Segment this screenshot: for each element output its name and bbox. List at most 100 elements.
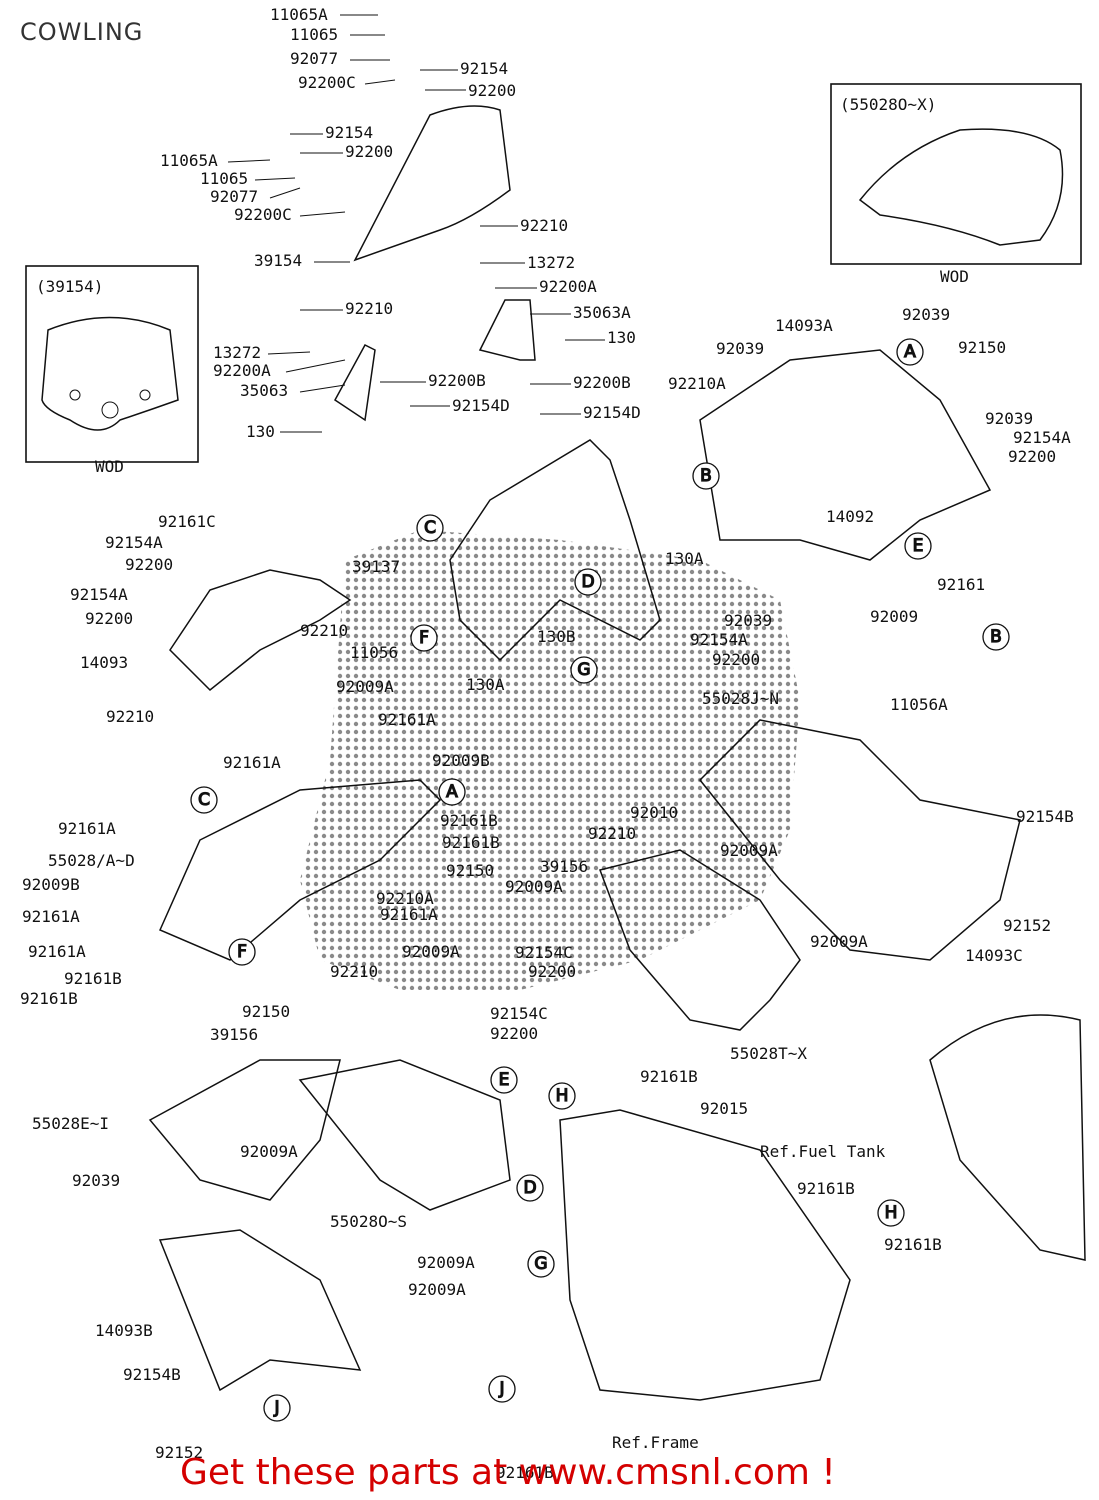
inner-cowl-14093A bbox=[699, 349, 992, 561]
callout-92210-m: 92210 bbox=[345, 299, 393, 318]
parts-banner-link[interactable]: Get these parts at www.cmsnl.com ! bbox=[180, 1452, 836, 1493]
callout-ref-frame: Ref.Frame bbox=[612, 1433, 699, 1452]
callout-35063A: 35063A bbox=[573, 303, 631, 322]
callout-92009A-g: 92009A bbox=[417, 1253, 475, 1272]
callout-130A-m: 130A bbox=[466, 675, 505, 694]
callout-92161B-bottom: 92161B bbox=[496, 1463, 554, 1482]
lower-cowl-55028O bbox=[298, 1059, 511, 1211]
ref-circle-H2: H bbox=[885, 1203, 898, 1223]
lower-cowl-14093B bbox=[158, 1229, 362, 1392]
callout-39154: 39154 bbox=[254, 251, 302, 270]
callout-92077-l: 92077 bbox=[210, 187, 258, 206]
callout-92161B-h: 92161B bbox=[884, 1235, 942, 1254]
ref-circle-J2: J bbox=[498, 1379, 504, 1399]
callout-14093B: 14093B bbox=[95, 1321, 153, 1340]
callout-92161B-r: 92161B bbox=[797, 1179, 855, 1198]
callout-39137: 39137 bbox=[352, 557, 400, 576]
stay-39137 bbox=[449, 439, 661, 662]
callout-92154D-r: 92154D bbox=[583, 403, 641, 422]
ref-circle-A: A bbox=[904, 342, 916, 362]
callout-92039: 92039 bbox=[902, 305, 950, 324]
callout-35063: 35063 bbox=[240, 381, 288, 400]
watermark-dots bbox=[300, 530, 800, 990]
callout-92009A-k: 92009A bbox=[408, 1280, 466, 1299]
callout-92009B-l: 92009B bbox=[22, 875, 80, 894]
callout-55028A-D: 55028/A~D bbox=[48, 851, 135, 870]
leader-lines bbox=[227, 14, 605, 433]
callout-92200-b: 92200 bbox=[490, 1024, 538, 1043]
inset-windshield-box: (39154) WOD bbox=[25, 265, 199, 476]
inset-windshield-caption: WOD bbox=[95, 457, 124, 476]
callout-92200-l3: 92200 bbox=[85, 609, 133, 628]
ref-circle-B2: B bbox=[990, 627, 1002, 647]
callout-92161A-a: 92161A bbox=[58, 819, 116, 838]
ref-circle-C2: C bbox=[198, 790, 210, 810]
callout-11065: 11065 bbox=[290, 25, 338, 44]
callout-92152-b: 92152 bbox=[155, 1443, 203, 1462]
callout-14093C: 14093C bbox=[965, 946, 1023, 965]
callout-55028T-X: 55028T~X bbox=[730, 1044, 807, 1063]
callout-92161B-b: 92161B bbox=[640, 1067, 698, 1086]
callout-11065-l: 11065 bbox=[200, 169, 248, 188]
callout-92210A: 92210A bbox=[668, 374, 726, 393]
callout-92039-a: 92039 bbox=[716, 339, 764, 358]
upper-cowl-55028 bbox=[159, 779, 442, 961]
callout-92009A-m: 92009A bbox=[505, 877, 563, 896]
callout-92161A-b: 92161A bbox=[380, 905, 438, 924]
callout-92154C: 92154C bbox=[515, 943, 573, 962]
callout-92150-b: 92150 bbox=[242, 1002, 290, 1021]
callout-92154A: 92154A bbox=[1013, 428, 1071, 447]
callout-labels: 11065A 11065 92077 92200C 92154 92200 92… bbox=[20, 5, 1074, 1482]
side-cowl-55028J bbox=[698, 719, 1021, 961]
callout-39156-b: 39156 bbox=[210, 1025, 258, 1044]
callout-92161A-m: 92161A bbox=[378, 710, 436, 729]
callout-92161B-l2: 92161B bbox=[20, 989, 78, 1008]
callout-92200A-l: 92200A bbox=[213, 361, 271, 380]
callout-92150: 92150 bbox=[958, 338, 1006, 357]
callout-92161A-l3: 92161A bbox=[22, 907, 80, 926]
ref-circle-B: B bbox=[700, 466, 712, 486]
reference-circles: A B C D E F G B A C F E H D G H J J bbox=[190, 338, 1010, 1422]
callout-92154-l: 92154 bbox=[325, 123, 373, 142]
bracket-35063A bbox=[478, 299, 536, 361]
callout-92200-l2: 92200 bbox=[125, 555, 173, 574]
callout-92200C-l: 92200C bbox=[234, 205, 292, 224]
callout-130B: 130B bbox=[537, 627, 576, 646]
callout-92200B: 92200B bbox=[428, 371, 486, 390]
ref-circle-H: H bbox=[556, 1086, 569, 1106]
callout-92210A-2: 92210A bbox=[376, 889, 434, 908]
ref-circle-G: G bbox=[577, 660, 590, 680]
callout-92200B-r: 92200B bbox=[573, 373, 631, 392]
callout-92009A-b: 92009A bbox=[240, 1142, 298, 1161]
callout-92154C-b: 92154C bbox=[490, 1004, 548, 1023]
callout-13272-l: 13272 bbox=[213, 343, 261, 362]
callout-13272: 13272 bbox=[527, 253, 575, 272]
callout-14092: 14092 bbox=[826, 507, 874, 526]
callout-92161: 92161 bbox=[937, 575, 985, 594]
inset-cowl-label: (55028O~X) bbox=[840, 95, 936, 114]
callout-92154: 92154 bbox=[460, 59, 508, 78]
ref-circle-G2: G bbox=[534, 1254, 547, 1274]
callout-92154A-l2: 92154A bbox=[70, 585, 128, 604]
ref-circle-E2: E bbox=[499, 1070, 510, 1090]
lower-cowl-55028E bbox=[148, 1059, 341, 1201]
callout-11065A-l: 11065A bbox=[160, 151, 218, 170]
fuel-tank-ref bbox=[929, 1014, 1086, 1261]
callout-11056: 11056 bbox=[350, 643, 398, 662]
callout-14093: 14093 bbox=[80, 653, 128, 672]
callout-11065A: 11065A bbox=[270, 5, 328, 24]
callout-92200-c: 92200 bbox=[712, 650, 760, 669]
ref-circle-F: F bbox=[419, 628, 429, 648]
callout-92200-l: 92200 bbox=[345, 142, 393, 161]
inner-cowl-14093 bbox=[169, 569, 352, 692]
ref-circle-D2: D bbox=[523, 1178, 536, 1198]
callout-92154D: 92154D bbox=[452, 396, 510, 415]
ref-circle-J: J bbox=[273, 1398, 279, 1418]
callout-92009A-r: 92009A bbox=[720, 841, 778, 860]
callout-130: 130 bbox=[607, 328, 636, 347]
callout-92039-d: 92039 bbox=[72, 1171, 120, 1190]
callout-39156: 39156 bbox=[540, 857, 588, 876]
callout-92009A-r2: 92009A bbox=[810, 932, 868, 951]
callout-130-l: 130 bbox=[246, 422, 275, 441]
callout-11056A: 11056A bbox=[890, 695, 948, 714]
